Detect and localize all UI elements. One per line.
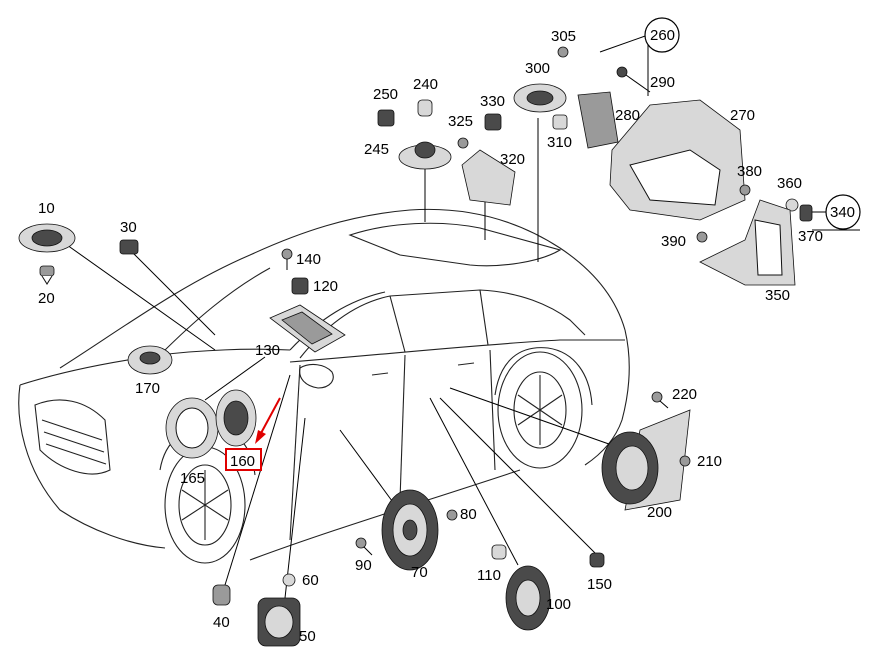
screw-290 (616, 66, 651, 93)
label-290: 290 (650, 74, 675, 91)
label-305: 305 (551, 28, 576, 45)
nut-120 (291, 277, 309, 295)
car-body (18, 208, 630, 564)
leader-lines (59, 34, 860, 599)
label-90: 90 (355, 557, 372, 574)
label-350: 350 (765, 287, 790, 304)
part-labels: 10 20 30 40 50 60 70 80 90 100 110 120 1… (38, 27, 855, 645)
nut-250 (377, 109, 395, 127)
clip-370 (799, 204, 813, 222)
label-380: 380 (737, 163, 762, 180)
screw-380 (739, 184, 751, 196)
label-390: 390 (661, 233, 686, 250)
screw-390 (696, 231, 708, 243)
label-210: 210 (697, 453, 722, 470)
nut-150 (589, 552, 605, 568)
label-80: 80 (460, 506, 477, 523)
label-160: 160 (230, 453, 255, 470)
nut-60 (282, 573, 296, 587)
screw-80 (446, 509, 458, 521)
speaker-300 (513, 83, 567, 113)
amplifier-bracket-270 (609, 99, 746, 221)
label-360: 360 (777, 175, 802, 192)
screw-90 (355, 537, 373, 556)
label-120: 120 (313, 278, 338, 295)
label-100: 100 (546, 596, 571, 613)
nut-110 (491, 544, 507, 560)
clip-40 (212, 584, 231, 606)
label-70: 70 (411, 564, 428, 581)
speaker-245 (398, 141, 452, 170)
label-130: 130 (255, 342, 280, 359)
callout-circle-260 (644, 17, 680, 53)
label-40: 40 (213, 614, 230, 631)
label-20: 20 (38, 290, 55, 307)
module-320 (461, 149, 516, 206)
speaker-170 (127, 345, 173, 375)
label-60: 60 (302, 572, 319, 589)
speaker-160 (215, 389, 257, 447)
tweeter-10 (18, 223, 76, 253)
speaker-50 (257, 597, 301, 647)
label-370: 370 (798, 228, 823, 245)
label-50: 50 (299, 628, 316, 645)
label-170: 170 (135, 380, 160, 397)
label-200: 200 (647, 504, 672, 521)
amplifier-280 (577, 91, 619, 149)
label-150: 150 (587, 576, 612, 593)
label-300: 300 (525, 60, 550, 77)
nut-210 (679, 455, 691, 467)
label-140: 140 (296, 251, 321, 268)
label-10: 10 (38, 200, 55, 217)
nut-360 (785, 198, 799, 212)
bracket-350 (699, 199, 796, 286)
label-320: 320 (500, 151, 525, 168)
label-330: 330 (480, 93, 505, 110)
screw-140 (281, 248, 293, 270)
label-250: 250 (373, 86, 398, 103)
label-310: 310 (547, 134, 572, 151)
woofer-70 (381, 489, 439, 571)
nut-330 (484, 113, 502, 131)
label-110: 110 (477, 567, 501, 584)
label-245: 245 (364, 141, 389, 158)
nut-310 (552, 114, 568, 130)
screw-305 (557, 46, 569, 58)
highlight-arrow (255, 397, 281, 444)
nut-30 (119, 239, 139, 255)
label-325: 325 (448, 113, 473, 130)
label-30: 30 (120, 219, 137, 236)
label-260: 260 (650, 27, 675, 44)
speaker-100 (505, 565, 551, 631)
label-220: 220 (672, 386, 697, 403)
clip-240 (417, 99, 433, 117)
clip-20 (39, 265, 55, 285)
bracket-165 (165, 397, 219, 459)
label-165: 165 (180, 470, 205, 487)
highlight-box-160 (225, 448, 262, 471)
center-speaker-130 (269, 304, 346, 353)
label-280: 280 (615, 107, 640, 124)
label-240: 240 (413, 76, 438, 93)
screw-325 (457, 137, 469, 149)
subwoofer-200 (601, 409, 691, 511)
screw-220 (651, 391, 669, 409)
label-340: 340 (830, 204, 855, 221)
callout-circle-340 (825, 194, 861, 230)
label-270: 270 (730, 107, 755, 124)
